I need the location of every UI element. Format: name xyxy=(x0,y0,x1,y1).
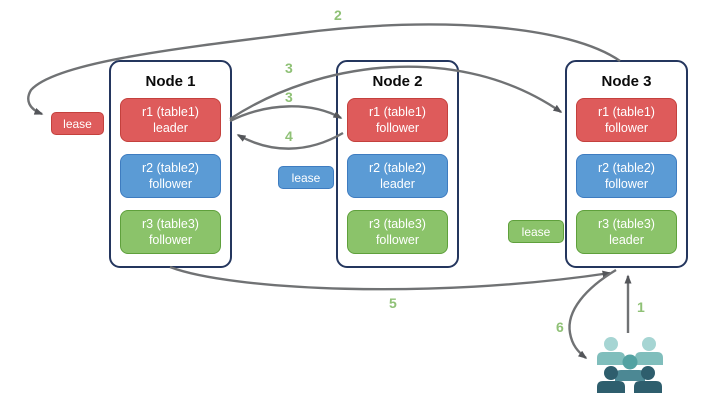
lease-badge-blue: lease xyxy=(278,166,334,189)
replica-n2-r3: r3 (table3) follower xyxy=(347,210,448,254)
replica-label: r2 (table2) xyxy=(598,160,655,175)
users-icon xyxy=(597,337,663,393)
replica-n3-r3: r3 (table3) leader xyxy=(576,210,677,254)
replica-label: r2 (table2) xyxy=(369,160,426,175)
step-label-6: 6 xyxy=(556,319,564,335)
lease-badge-red: lease xyxy=(51,112,104,135)
replica-label: r3 (table3) xyxy=(598,216,655,231)
replica-role: leader xyxy=(380,177,415,191)
replica-role: leader xyxy=(609,233,644,247)
step-label-5: 5 xyxy=(389,295,397,311)
replica-label: r1 (table1) xyxy=(369,104,426,119)
step-label-3a: 3 xyxy=(285,60,293,76)
step-label-4: 4 xyxy=(285,128,293,144)
arrow-step-3-to-node2 xyxy=(229,105,343,123)
replica-label: r1 (table1) xyxy=(598,104,655,119)
replica-role: follower xyxy=(604,121,649,135)
step-label-1: 1 xyxy=(637,299,645,315)
replica-label: r2 (table2) xyxy=(142,160,199,175)
step-label-2: 2 xyxy=(334,7,342,23)
node-title: Node 1 xyxy=(145,73,196,90)
node-3-card: Node 3 r1 (table1) follower r2 (table2) … xyxy=(565,60,688,268)
step-label-3b: 3 xyxy=(285,89,293,105)
replica-n1-r2: r2 (table2) follower xyxy=(120,154,221,198)
node-1-card: Node 1 r1 (table1) leader r2 (table2) fo… xyxy=(109,60,232,268)
replica-n3-r1: r1 (table1) follower xyxy=(576,98,677,142)
replica-n1-r1: r1 (table1) leader xyxy=(120,98,221,142)
replica-role: follower xyxy=(604,177,649,191)
arrow-step-5 xyxy=(169,265,612,291)
replica-role: follower xyxy=(148,233,193,247)
replica-role: follower xyxy=(148,177,193,191)
replica-n2-r1: r1 (table1) follower xyxy=(347,98,448,142)
replica-n3-r2: r2 (table2) follower xyxy=(576,154,677,198)
node-title: Node 2 xyxy=(372,73,423,90)
replica-role: leader xyxy=(153,121,188,135)
node-2-card: Node 2 r1 (table1) follower r2 (table2) … xyxy=(336,60,459,268)
replica-n1-r3: r3 (table3) follower xyxy=(120,210,221,254)
replica-role: follower xyxy=(375,121,420,135)
replica-label: r3 (table3) xyxy=(142,216,199,231)
replica-label: r1 (table1) xyxy=(142,104,199,119)
replica-n2-r2: r2 (table2) leader xyxy=(347,154,448,198)
lease-badge-green: lease xyxy=(508,220,564,243)
node-title: Node 3 xyxy=(601,73,652,90)
replica-role: follower xyxy=(375,233,420,247)
replica-label: r3 (table3) xyxy=(369,216,426,231)
